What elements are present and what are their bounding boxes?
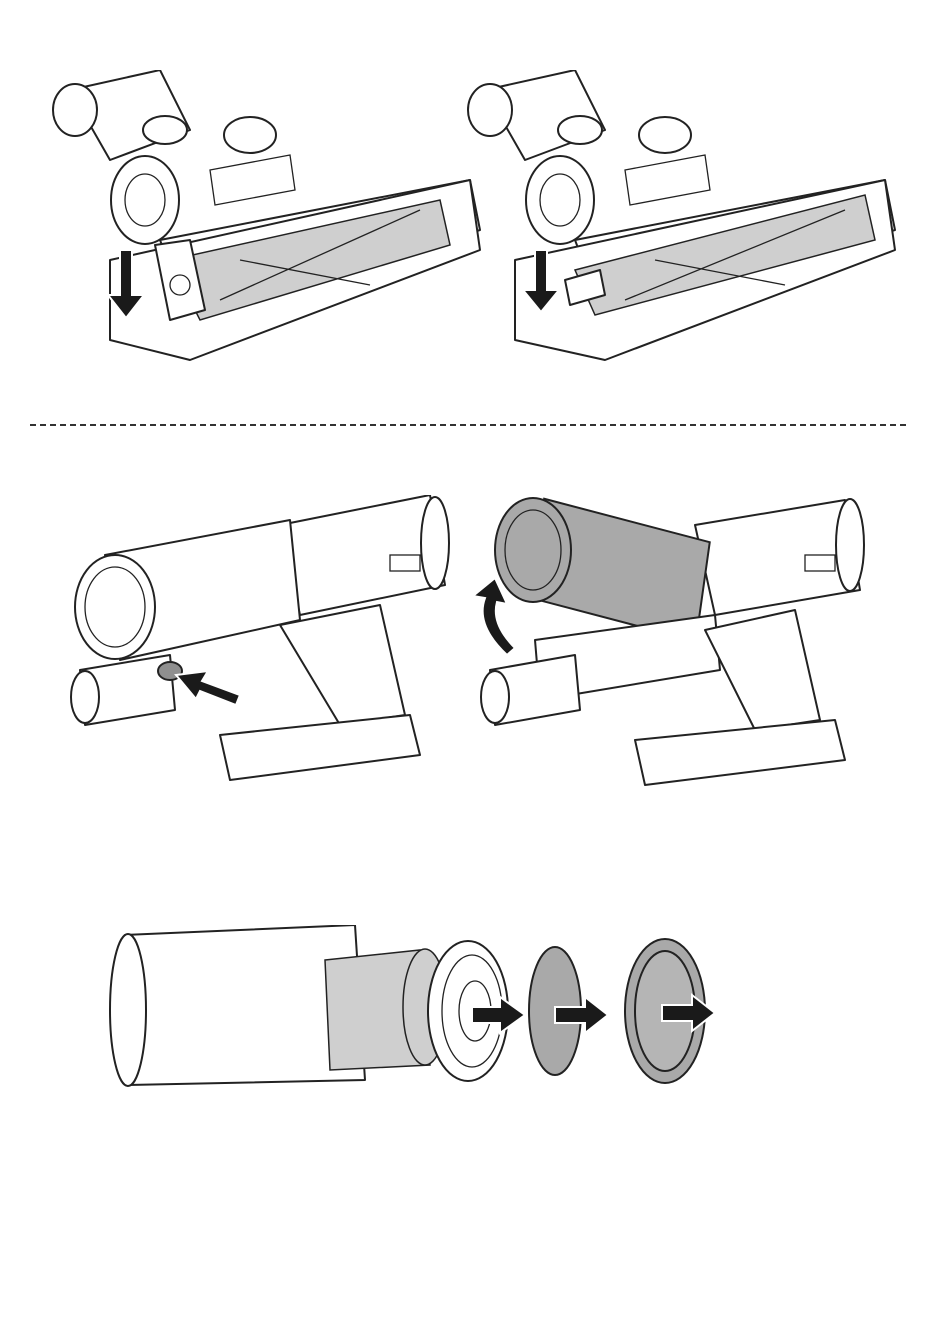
- figure-filter-disassembly: [100, 925, 730, 1095]
- figure-brush-head-insert: [40, 70, 490, 370]
- figure-brush-head-locked: [455, 70, 905, 370]
- section-divider: [30, 424, 906, 426]
- figure-dust-bin-release-button: [50, 495, 470, 795]
- figure-dust-bin-tilt-open: [455, 490, 875, 790]
- push-arrow-icon: [176, 671, 240, 705]
